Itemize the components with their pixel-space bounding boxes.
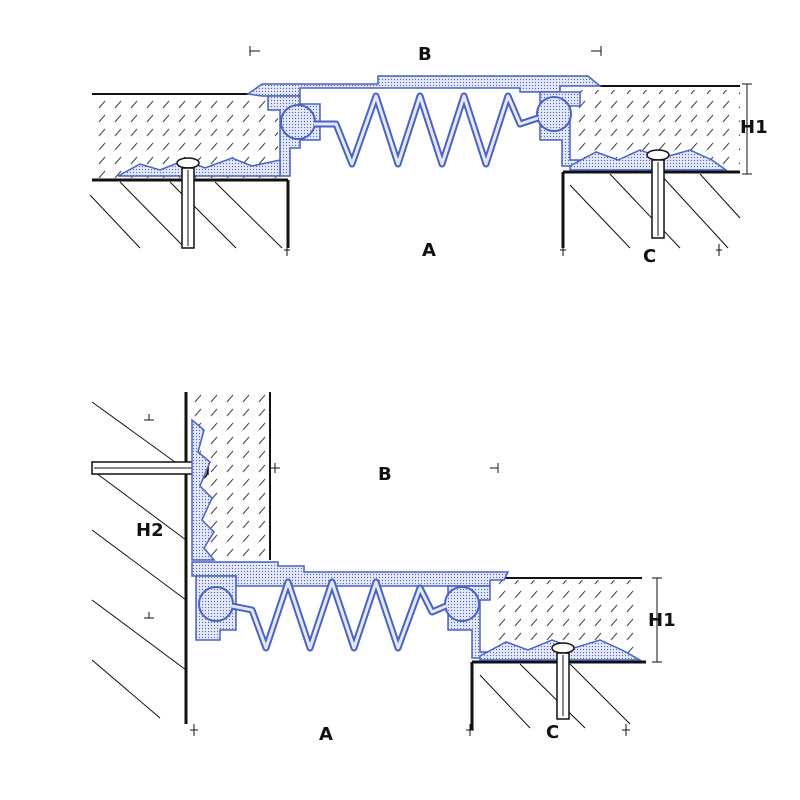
bottom-wall-substrate: [91, 392, 188, 724]
bottom-dimension-marks: [144, 414, 662, 736]
bottom-label-a: A: [319, 724, 333, 745]
bottom-detail: B H2 H1 A C: [91, 392, 676, 745]
top-label-a: A: [422, 240, 436, 261]
bottom-label-c: C: [546, 722, 559, 743]
top-joint-profile: [117, 75, 729, 177]
top-label-b: B: [418, 44, 432, 65]
top-detail: B A C H1: [89, 44, 768, 267]
top-right-anchor-bolt: [646, 149, 670, 239]
top-left-substrate: [89, 181, 283, 249]
bottom-wall-anchor-bolt: [91, 457, 209, 479]
bottom-label-h2: H2: [136, 520, 164, 541]
top-left-anchor-bolt: [176, 157, 200, 249]
bottom-right-substrate: [479, 663, 631, 729]
top-right-substrate: [569, 173, 741, 249]
top-dimension-marks: [249, 46, 752, 256]
top-label-h1: H1: [740, 117, 768, 138]
bottom-right-anchor-bolt: [551, 642, 575, 720]
bottom-joint-profile: [191, 418, 643, 661]
top-label-c: C: [643, 246, 656, 267]
bottom-label-h1: H1: [648, 610, 676, 631]
bottom-label-b: B: [378, 464, 392, 485]
